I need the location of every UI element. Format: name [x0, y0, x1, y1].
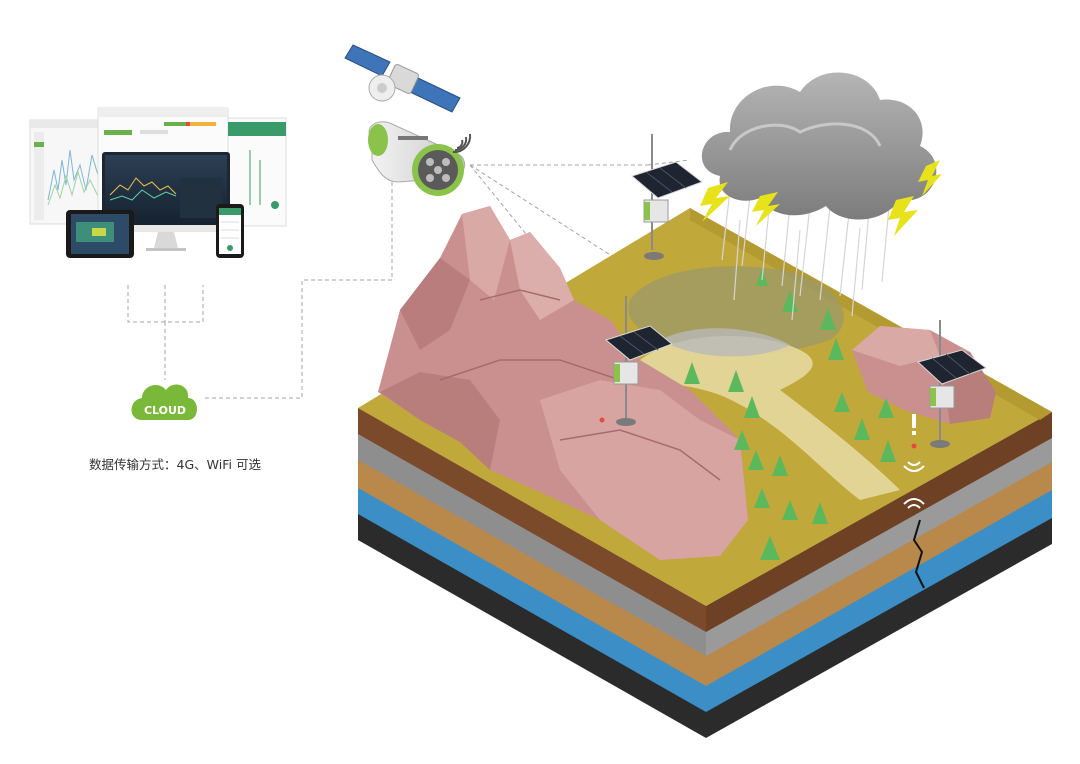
tablet [66, 210, 134, 258]
desktop-monitor [102, 152, 230, 251]
cloud-label: CLOUD [144, 404, 186, 417]
gateway-device [368, 121, 466, 196]
monitoring-station-a [630, 134, 704, 260]
warning-icon [911, 414, 917, 449]
satellite-icon [344, 44, 461, 113]
solar-panel-icon [630, 161, 704, 199]
solar-panel-icon [916, 349, 988, 385]
lightning-icon [700, 160, 942, 236]
wifi-icon [452, 133, 472, 154]
browser-window-back [29, 119, 109, 225]
software-dashboards [29, 107, 287, 258]
transmission-caption: 数据传输方式：4G、WiFi 可选 [89, 457, 261, 472]
monitoring-station-c [916, 320, 988, 448]
smartphone [216, 204, 244, 258]
monitoring-station-b [599, 296, 673, 426]
solar-panel-icon [604, 325, 673, 361]
storm-cloud [701, 72, 937, 220]
cloud-icon: CLOUD [131, 384, 197, 420]
trees [684, 268, 896, 560]
mountain [378, 206, 748, 560]
signal-arcs [903, 461, 925, 509]
ground-crack [912, 519, 925, 589]
